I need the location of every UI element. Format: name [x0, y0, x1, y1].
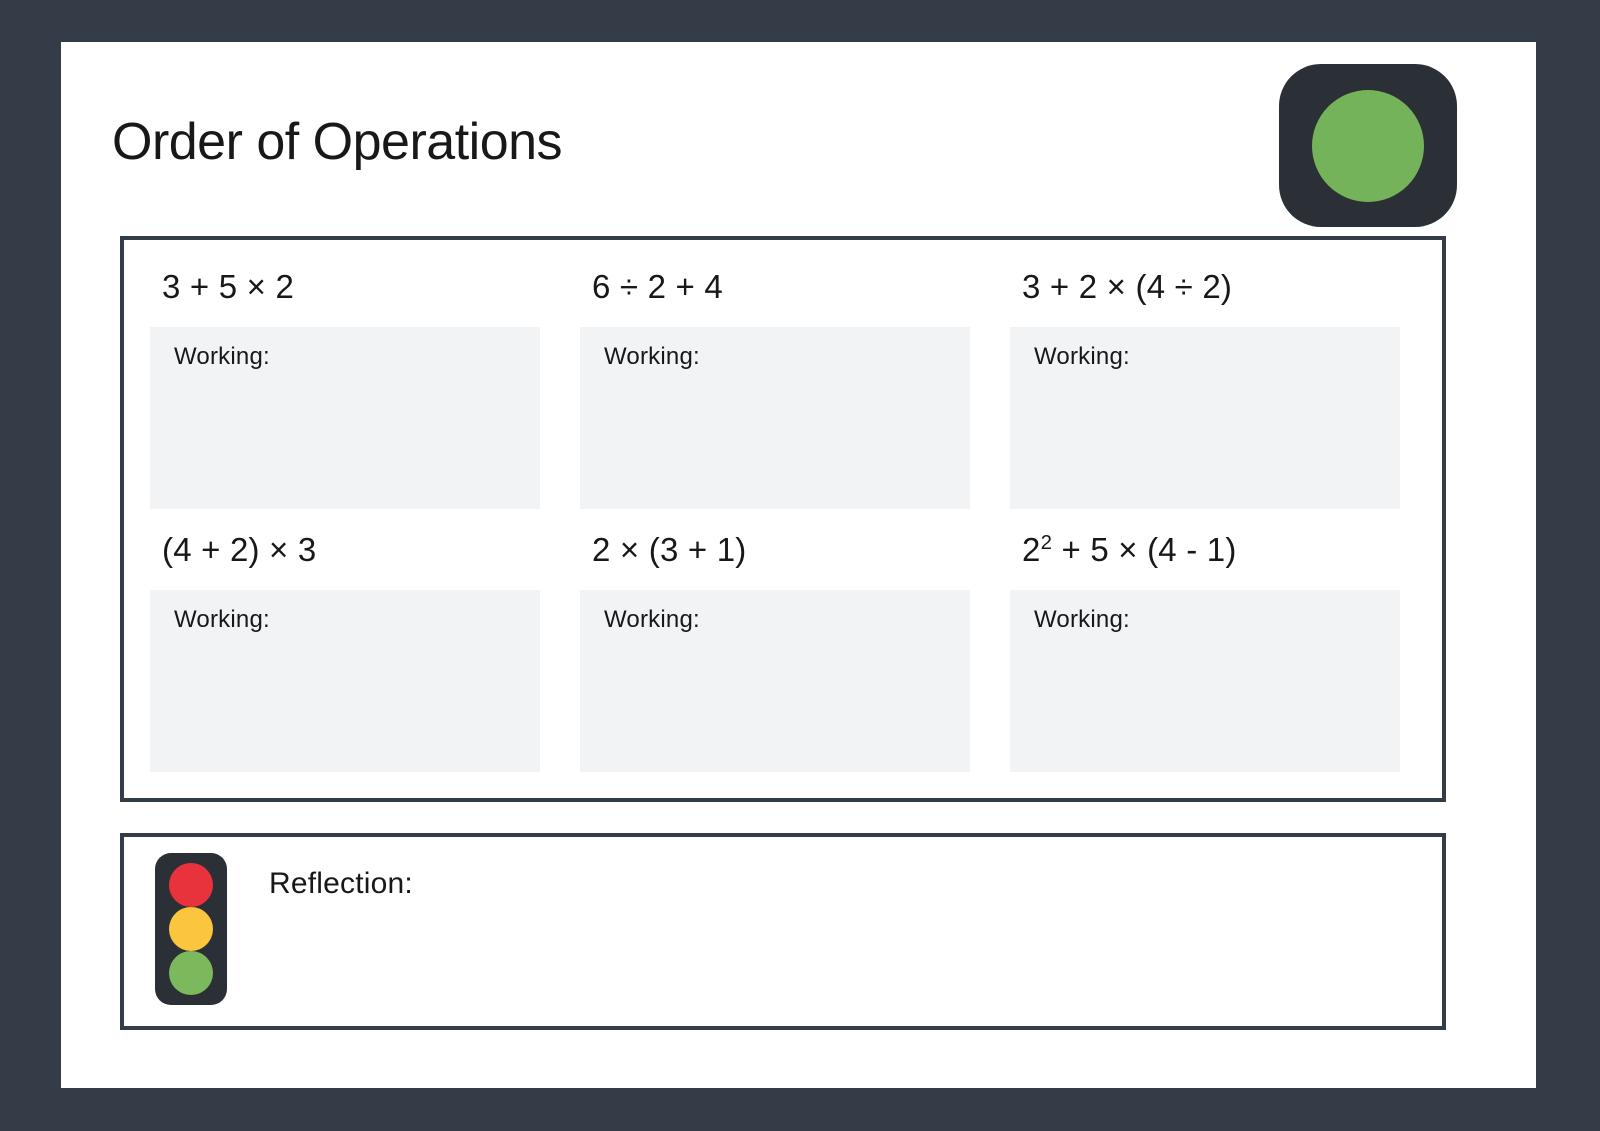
- red-light-icon: [169, 863, 213, 907]
- working-label-5: Working:: [604, 606, 700, 633]
- problem-expression-2: 6 ÷ 2 + 4: [592, 268, 723, 305]
- problem-expression-5: 2 × (3 + 1): [592, 531, 747, 568]
- working-box-6[interactable]: Working:: [1010, 590, 1400, 772]
- problem-expression-4: (4 + 2) × 3: [162, 531, 317, 568]
- worksheet-header: Order of Operations: [61, 42, 1536, 236]
- reflection-label: Reflection:: [269, 867, 413, 900]
- problem-expression-3: 3 + 2 × (4 ÷ 2): [1022, 268, 1233, 305]
- page-title: Order of Operations: [112, 113, 563, 171]
- working-label-3: Working:: [1034, 343, 1130, 370]
- problem-cell-3: 3 + 2 × (4 ÷ 2) Working:: [998, 258, 1428, 521]
- working-label-1: Working:: [174, 343, 270, 370]
- problem-cell-4: (4 + 2) × 3 Working:: [138, 521, 568, 784]
- working-box-4[interactable]: Working:: [150, 590, 540, 772]
- working-box-2[interactable]: Working:: [580, 327, 970, 509]
- reflection-inner: Reflection:: [155, 853, 413, 1005]
- problem-cell-2: 6 ÷ 2 + 4 Working:: [568, 258, 998, 521]
- traffic-light-icon: [155, 853, 227, 1005]
- problem-cell-5: 2 × (3 + 1) Working:: [568, 521, 998, 784]
- problem-expression-6-exponent: 2: [1040, 531, 1053, 554]
- problems-grid: 3 + 5 × 2 Working: 6 ÷ 2 + 4 Working: 3 …: [124, 240, 1442, 798]
- reflection-writing-area[interactable]: [384, 907, 1422, 1014]
- working-box-5[interactable]: Working:: [580, 590, 970, 772]
- problem-expression-1: 3 + 5 × 2: [162, 268, 295, 305]
- working-label-6: Working:: [1034, 606, 1130, 633]
- problem-expression-6-base: 2: [1022, 531, 1041, 568]
- working-label-2: Working:: [604, 343, 700, 370]
- worksheet-page: Order of Operations 3 + 5 × 2 Working: 6…: [61, 42, 1536, 1088]
- working-box-1[interactable]: Working:: [150, 327, 540, 509]
- green-light-icon: [169, 951, 213, 995]
- working-box-3[interactable]: Working:: [1010, 327, 1400, 509]
- badge-dot-icon: [1312, 89, 1424, 202]
- problem-cell-1: 3 + 5 × 2 Working:: [138, 258, 568, 521]
- working-label-4: Working:: [174, 606, 270, 633]
- problems-panel: 3 + 5 × 2 Working: 6 ÷ 2 + 4 Working: 3 …: [120, 236, 1446, 802]
- problem-expression-6: 22 + 5 × (4 - 1): [1010, 521, 1400, 566]
- problem-cell-6: 22 + 5 × (4 - 1) Working:: [998, 521, 1428, 784]
- green-circle-badge-icon: [1279, 64, 1457, 227]
- amber-light-icon: [169, 907, 213, 951]
- reflection-panel: Reflection:: [120, 833, 1446, 1030]
- problem-expression-6-suffix: + 5 × (4 - 1): [1052, 531, 1237, 568]
